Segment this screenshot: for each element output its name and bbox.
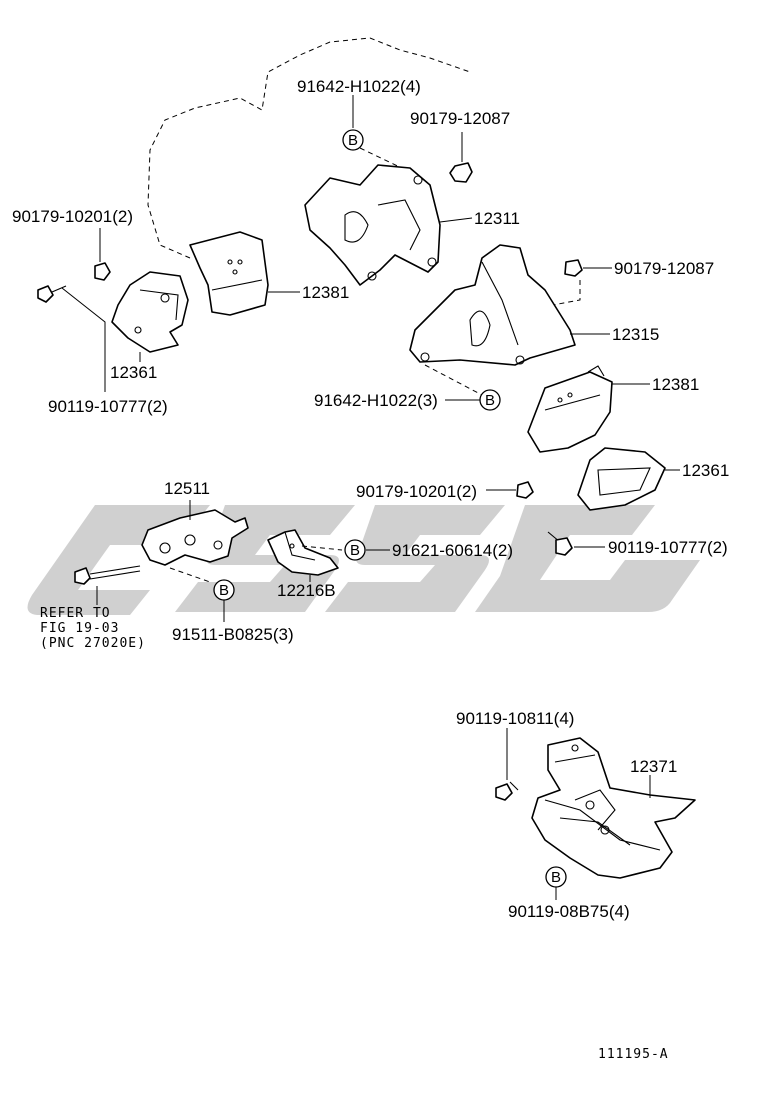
bracket-12216b <box>267 529 343 582</box>
label-91511-b0825: 91511-B0825(3) <box>172 625 294 644</box>
watermark-logo <box>27 505 700 615</box>
callout-b-circle <box>344 539 366 561</box>
nut-90179-10201-left <box>94 262 111 281</box>
label-12361-left: 12361 <box>110 363 157 382</box>
insulator-12371 <box>531 737 696 879</box>
label-91621-60614: 91621-60614(2) <box>392 541 513 560</box>
callout-b-letter: B <box>219 582 229 599</box>
label-90179-12087-right: 90179-12087 <box>614 259 714 278</box>
label-12311: 12311 <box>474 209 520 228</box>
label-91642-h1022-3: 91642-H1022(3) <box>314 391 438 410</box>
figure-id: 111195-A <box>598 1047 669 1062</box>
insulator-12381-right <box>527 365 650 453</box>
label-12381-right: 12381 <box>652 375 699 394</box>
label-12511: 12511 <box>164 479 210 498</box>
insulator-12361-right <box>577 447 680 511</box>
bracket-12311 <box>304 164 473 286</box>
long-bolt <box>74 565 141 605</box>
label-90179-12087-top: 90179-12087 <box>410 109 510 128</box>
label-90119-10777-left: 90119-10777(2) <box>48 397 168 416</box>
callout-b-circle <box>342 129 364 151</box>
label-12361-right: 12361 <box>682 461 729 480</box>
label-90119-10777-right: 90119-10777(2) <box>608 538 728 557</box>
nut-90179-12087-top <box>449 132 473 183</box>
label-90179-10201-left: 90179-10201(2) <box>12 207 133 226</box>
label-91642-h1022-4: 91642-H1022(4) <box>297 77 421 96</box>
nut-90179-10201-mid <box>516 481 534 499</box>
callout-b-letter: B <box>350 542 360 559</box>
callout-b-circle <box>479 389 501 411</box>
bolt-90119-10777-right <box>547 531 605 556</box>
refer-note-line2: FIG 19-03 <box>40 621 119 636</box>
bolt-90119-10811 <box>495 728 519 801</box>
label-90119-10811: 90119-10811(4) <box>456 709 574 728</box>
label-12216b: 12216B <box>277 581 336 600</box>
callout-b-letter: B <box>485 392 495 409</box>
bracket-12315 <box>409 244 610 396</box>
nut-90179-12087-right <box>514 259 612 351</box>
label-12371: 12371 <box>630 757 677 776</box>
bolt-90119-10777-left <box>37 285 106 392</box>
label-12315: 12315 <box>612 325 659 344</box>
insulator-12381-left <box>189 231 300 316</box>
label-90119-08b75: 90119-08B75(4) <box>508 902 630 921</box>
label-90179-10201-mid: 90179-10201(2) <box>356 482 477 501</box>
bracket-12511 <box>141 500 249 583</box>
refer-note-line1: REFER TO <box>40 606 111 621</box>
callout-b-letter: B <box>348 132 358 149</box>
insulator-12361-left <box>111 271 189 362</box>
engine-outline <box>147 37 471 259</box>
refer-note-line3: (PNC 27020E) <box>40 636 146 651</box>
callout-b-letter: B <box>551 869 561 886</box>
label-12381-left: 12381 <box>302 283 349 302</box>
